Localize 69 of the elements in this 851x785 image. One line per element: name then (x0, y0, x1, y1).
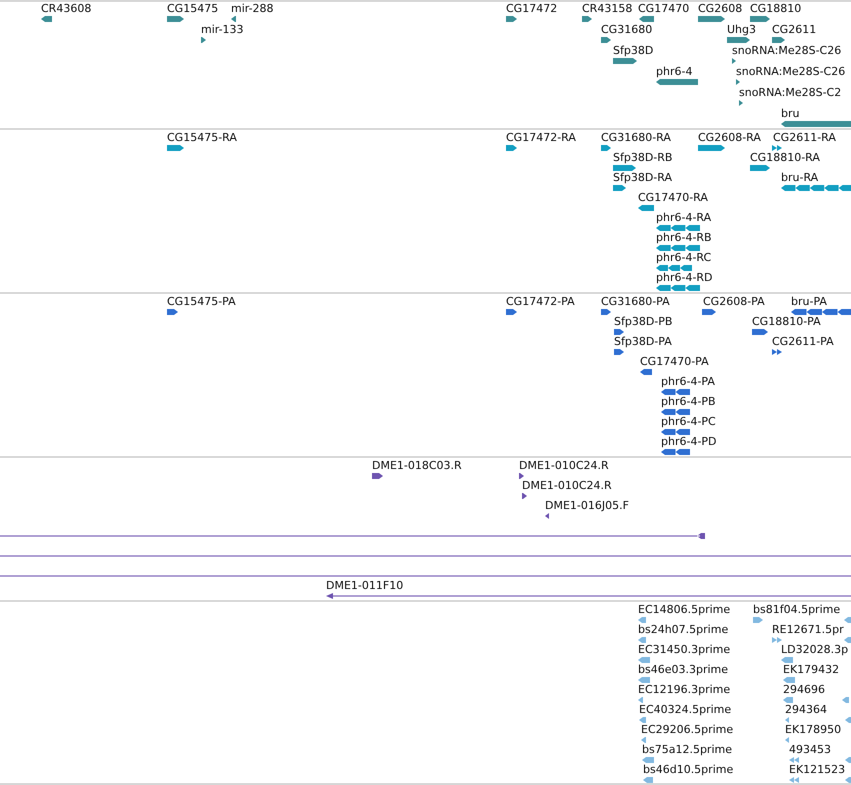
feature-label: CG2608 (698, 2, 742, 15)
feature-label: bru (781, 107, 800, 120)
feature-label: Sfp38D-PA (614, 335, 672, 348)
feature-label: bs46d10.5prime (643, 763, 734, 776)
feature-label: bs24h07.5prime (638, 623, 728, 636)
feature-label: CG2608-RA (698, 131, 761, 144)
feature-label: DME1-010C24.R (519, 459, 609, 472)
feature-label: CG15475-RA (167, 131, 237, 144)
feature-label: CG31680-PA (601, 295, 670, 308)
feature-label: EK179432 (783, 663, 840, 676)
feature-label: CG18810 (750, 2, 802, 15)
feature-label: CG31680 (601, 23, 652, 36)
feature-label: CG2611-PA (772, 335, 834, 348)
feature-label: phr6-4-RB (656, 231, 712, 244)
feature-label: EC31450.3prime (638, 643, 730, 656)
feature-label: RE12671.5pr (772, 623, 844, 636)
feature-label: phr6-4-RA (656, 211, 712, 224)
feature-label: EK121523 (789, 763, 846, 776)
feature-label: CG31680-RA (601, 131, 671, 144)
feature-label: CR43608 (41, 2, 92, 15)
feature-label: Uhg3 (727, 23, 756, 36)
feature-label: CG17470-RA (638, 191, 708, 204)
feature-label: EC40324.5prime (639, 703, 732, 716)
feature-label: DME1-010C24.R (522, 479, 612, 492)
feature-label: mir-133 (201, 23, 244, 36)
feature-label: DME1-016J05.F (545, 499, 629, 512)
feature-label: Sfp38D-RA (613, 171, 672, 184)
feature-label: EK178950 (785, 723, 842, 736)
feature-label: phr6-4-PD (661, 435, 717, 448)
feature-label: CG2608-PA (703, 295, 765, 308)
feature-label: bs81f04.5prime (753, 603, 840, 616)
feature-label: bs46e03.3prime (638, 663, 728, 676)
feature-label: CG17472 (506, 2, 558, 15)
feature-label: phr6-4-PC (661, 415, 716, 428)
feature-label: Sfp38D (613, 44, 654, 57)
feature-label: snoRNA:Me28S-C26 (732, 44, 842, 57)
feature-label: phr6-4-RD (656, 271, 713, 284)
feature-label: CG2611 (772, 23, 816, 36)
feature-label: phr6-4-RC (656, 251, 712, 264)
feature-label: phr6-4-PA (661, 375, 715, 388)
feature-label: DME1-011F10 (326, 579, 404, 592)
feature-label: CG2611-RA (773, 131, 836, 144)
feature-label: bs75a12.5prime (642, 743, 732, 756)
feature-label: EC29206.5prime (641, 723, 734, 736)
feature-label: snoRNA:Me28S-C2 (739, 86, 842, 99)
feature-label: EC14806.5prime (638, 603, 730, 616)
feature-label: CG18810-RA (750, 151, 820, 164)
feature-label: CR43158 (582, 2, 632, 15)
feature-label: 294364 (785, 703, 827, 716)
feature-label: CG17472-RA (506, 131, 576, 144)
feature-label: CG17470-PA (640, 355, 709, 368)
feature-label: phr6-4 (656, 65, 692, 78)
feature-label: 493453 (789, 743, 831, 756)
feature-label: CG15475-PA (167, 295, 236, 308)
feature-label: bru-PA (791, 295, 827, 308)
feature-label: phr6-4-PB (661, 395, 716, 408)
feature-label: Sfp38D-PB (614, 315, 672, 328)
feature-label: DME1-018C03.R (372, 459, 462, 472)
feature-label: CG18810-PA (752, 315, 821, 328)
feature-label: CG17470 (638, 2, 690, 15)
feature-label: bru-RA (781, 171, 818, 184)
feature-label: CG15475 (167, 2, 218, 15)
feature-label: EC12196.3prime (638, 683, 730, 696)
feature-label: snoRNA:Me28S-C26 (736, 65, 846, 78)
feature-label: LD32028.3p (781, 643, 848, 656)
feature-label: mir-288 (231, 2, 274, 15)
feature-label: Sfp38D-RB (613, 151, 672, 164)
feature-label: CG17472-PA (506, 295, 575, 308)
feature-label: 294696 (783, 683, 825, 696)
